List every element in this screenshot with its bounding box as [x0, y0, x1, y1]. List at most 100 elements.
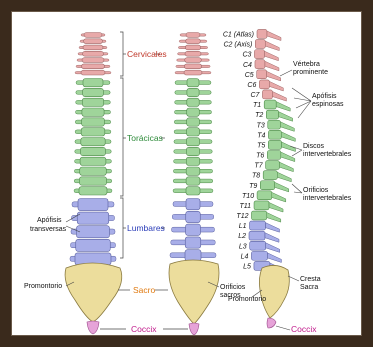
side-sacrum [259, 265, 289, 318]
side-vertebra-body [255, 40, 265, 49]
back-cervical-vertebra [185, 45, 200, 50]
back-lumbar-vertebrae [170, 199, 216, 262]
vertebra-label: T8 [252, 173, 260, 180]
front-cervical-vertebra [83, 45, 103, 50]
vertebra-label: L5 [243, 264, 251, 271]
side-vertebra-body [249, 231, 265, 240]
front-lumbar-vertebrae [70, 199, 116, 266]
front-cervical-vertebra [82, 58, 104, 63]
side-vertebra-body [250, 241, 266, 250]
label-intervertebral-foramina-line2: intervertebrales [303, 195, 352, 202]
label-sacral-foramina-line1: Orificios [220, 284, 246, 291]
side-spinous-process [266, 243, 280, 253]
side-vertebra-body [268, 130, 281, 139]
front-thoracic-vertebra [79, 187, 107, 195]
back-thoracic-vertebra [186, 187, 200, 195]
front-thoracic-vertebra [82, 118, 105, 126]
vertebra-label: T11 [239, 203, 251, 210]
vertebra-label: T5 [257, 142, 265, 149]
front-thoracic-vertebrae [74, 79, 112, 196]
vertebra-label: C5 [245, 72, 254, 79]
side-vertebrae [249, 29, 295, 272]
side-spinous-process [265, 41, 279, 51]
vertebra-label: T9 [249, 183, 257, 190]
front-cervical-vertebrae [75, 33, 111, 76]
side-vertebra-body [254, 201, 269, 210]
label-promontory-front: Promontorio [24, 283, 62, 290]
side-vertebra-body [268, 120, 281, 129]
vertebra-label: L4 [241, 253, 249, 260]
vertebra-label: T12 [236, 213, 248, 220]
front-thoracic-vertebra [83, 88, 104, 96]
label-promontory-side: Promontorio [228, 296, 266, 303]
side-vertebra-body [264, 100, 276, 109]
side-spinous-process [267, 253, 281, 263]
back-cervical-vertebra [185, 58, 202, 63]
front-thoracic-vertebra [81, 138, 105, 146]
side-vertebra-body [251, 251, 267, 260]
front-thoracic-vertebra [83, 79, 103, 87]
side-spinous-process [266, 223, 280, 233]
vertebra-label: C2 (Axis) [224, 42, 253, 49]
vertebra-label: T3 [257, 122, 265, 129]
side-coccyx [267, 318, 276, 328]
back-thoracic-vertebrae [173, 79, 213, 196]
label-transverse-processes-line1: Apófisis [37, 217, 62, 224]
side-spinous-process [272, 192, 286, 202]
label-spinous-processes-line2: espinosas [312, 101, 344, 108]
vertebra-label: C6 [247, 82, 256, 89]
back-thoracic-vertebra [186, 157, 199, 165]
label-vertebra-prominens-line2: prominente [293, 69, 328, 76]
back-thoracic-vertebra [187, 88, 199, 96]
label-sacral-crest-line1: Cresta [300, 276, 321, 283]
side-spinous-process [265, 233, 279, 243]
side-vertebra-body [267, 151, 281, 160]
back-cervical-vertebra [184, 70, 202, 75]
back-cervical-vertebra [186, 39, 201, 44]
side-vertebra-body [266, 110, 278, 119]
vertebra-label: L2 [238, 233, 246, 240]
front-lumbar-vertebra [77, 226, 110, 238]
label-discs-line2: intervertebrales [303, 151, 352, 158]
back-lumbar-vertebra [186, 224, 201, 235]
front-thoracic-vertebra [80, 167, 107, 175]
label-lumbar: Lumbares [127, 223, 165, 233]
vertebra-label: C1 (Atlas) [223, 32, 254, 39]
vertebra-label: T10 [242, 193, 254, 200]
label-cervical: Cervicales [127, 49, 167, 59]
front-lumbar-vertebra [76, 239, 111, 251]
side-spinous-process [267, 31, 281, 41]
side-spinous-process [269, 202, 283, 212]
back-thoracic-vertebra [187, 128, 200, 136]
label-vertebra-prominens-line1: Vértebra [293, 61, 320, 68]
label-sacrum: Sacro [133, 285, 155, 295]
back-lumbar-vertebra [185, 237, 201, 248]
side-spinous-process [269, 81, 283, 91]
label-thoracic: Torácicas [127, 133, 163, 143]
front-coccyx [87, 321, 99, 334]
side-vertebra-body [263, 171, 277, 180]
label-coccyx-side: Coccix [291, 324, 317, 334]
side-vertebra-body [257, 29, 267, 38]
back-coccyx [189, 323, 199, 335]
vertebra-label: T4 [257, 132, 265, 139]
side-vertebra-body [251, 211, 266, 220]
front-cervical-vertebra [84, 33, 102, 38]
vertebra-label: C4 [243, 62, 252, 69]
side-vertebra-body [260, 181, 274, 190]
back-thoracic-vertebra [186, 147, 199, 155]
front-thoracic-vertebra [82, 98, 103, 106]
side-vertebra-body [257, 191, 272, 200]
front-thoracic-vertebra [79, 177, 106, 185]
back-cervical-vertebra [185, 51, 201, 56]
back-cervical-vertebrae [175, 33, 211, 76]
side-spinous-process [281, 132, 295, 142]
front-cervical-vertebra [84, 39, 103, 44]
vertebra-label: L3 [239, 243, 247, 250]
side-spinous-process [279, 112, 293, 122]
back-thoracic-vertebra [186, 167, 200, 175]
front-view-spine [65, 33, 122, 335]
side-vertebra-body [257, 70, 267, 79]
label-transverse-processes-line2: transversas [30, 226, 67, 233]
